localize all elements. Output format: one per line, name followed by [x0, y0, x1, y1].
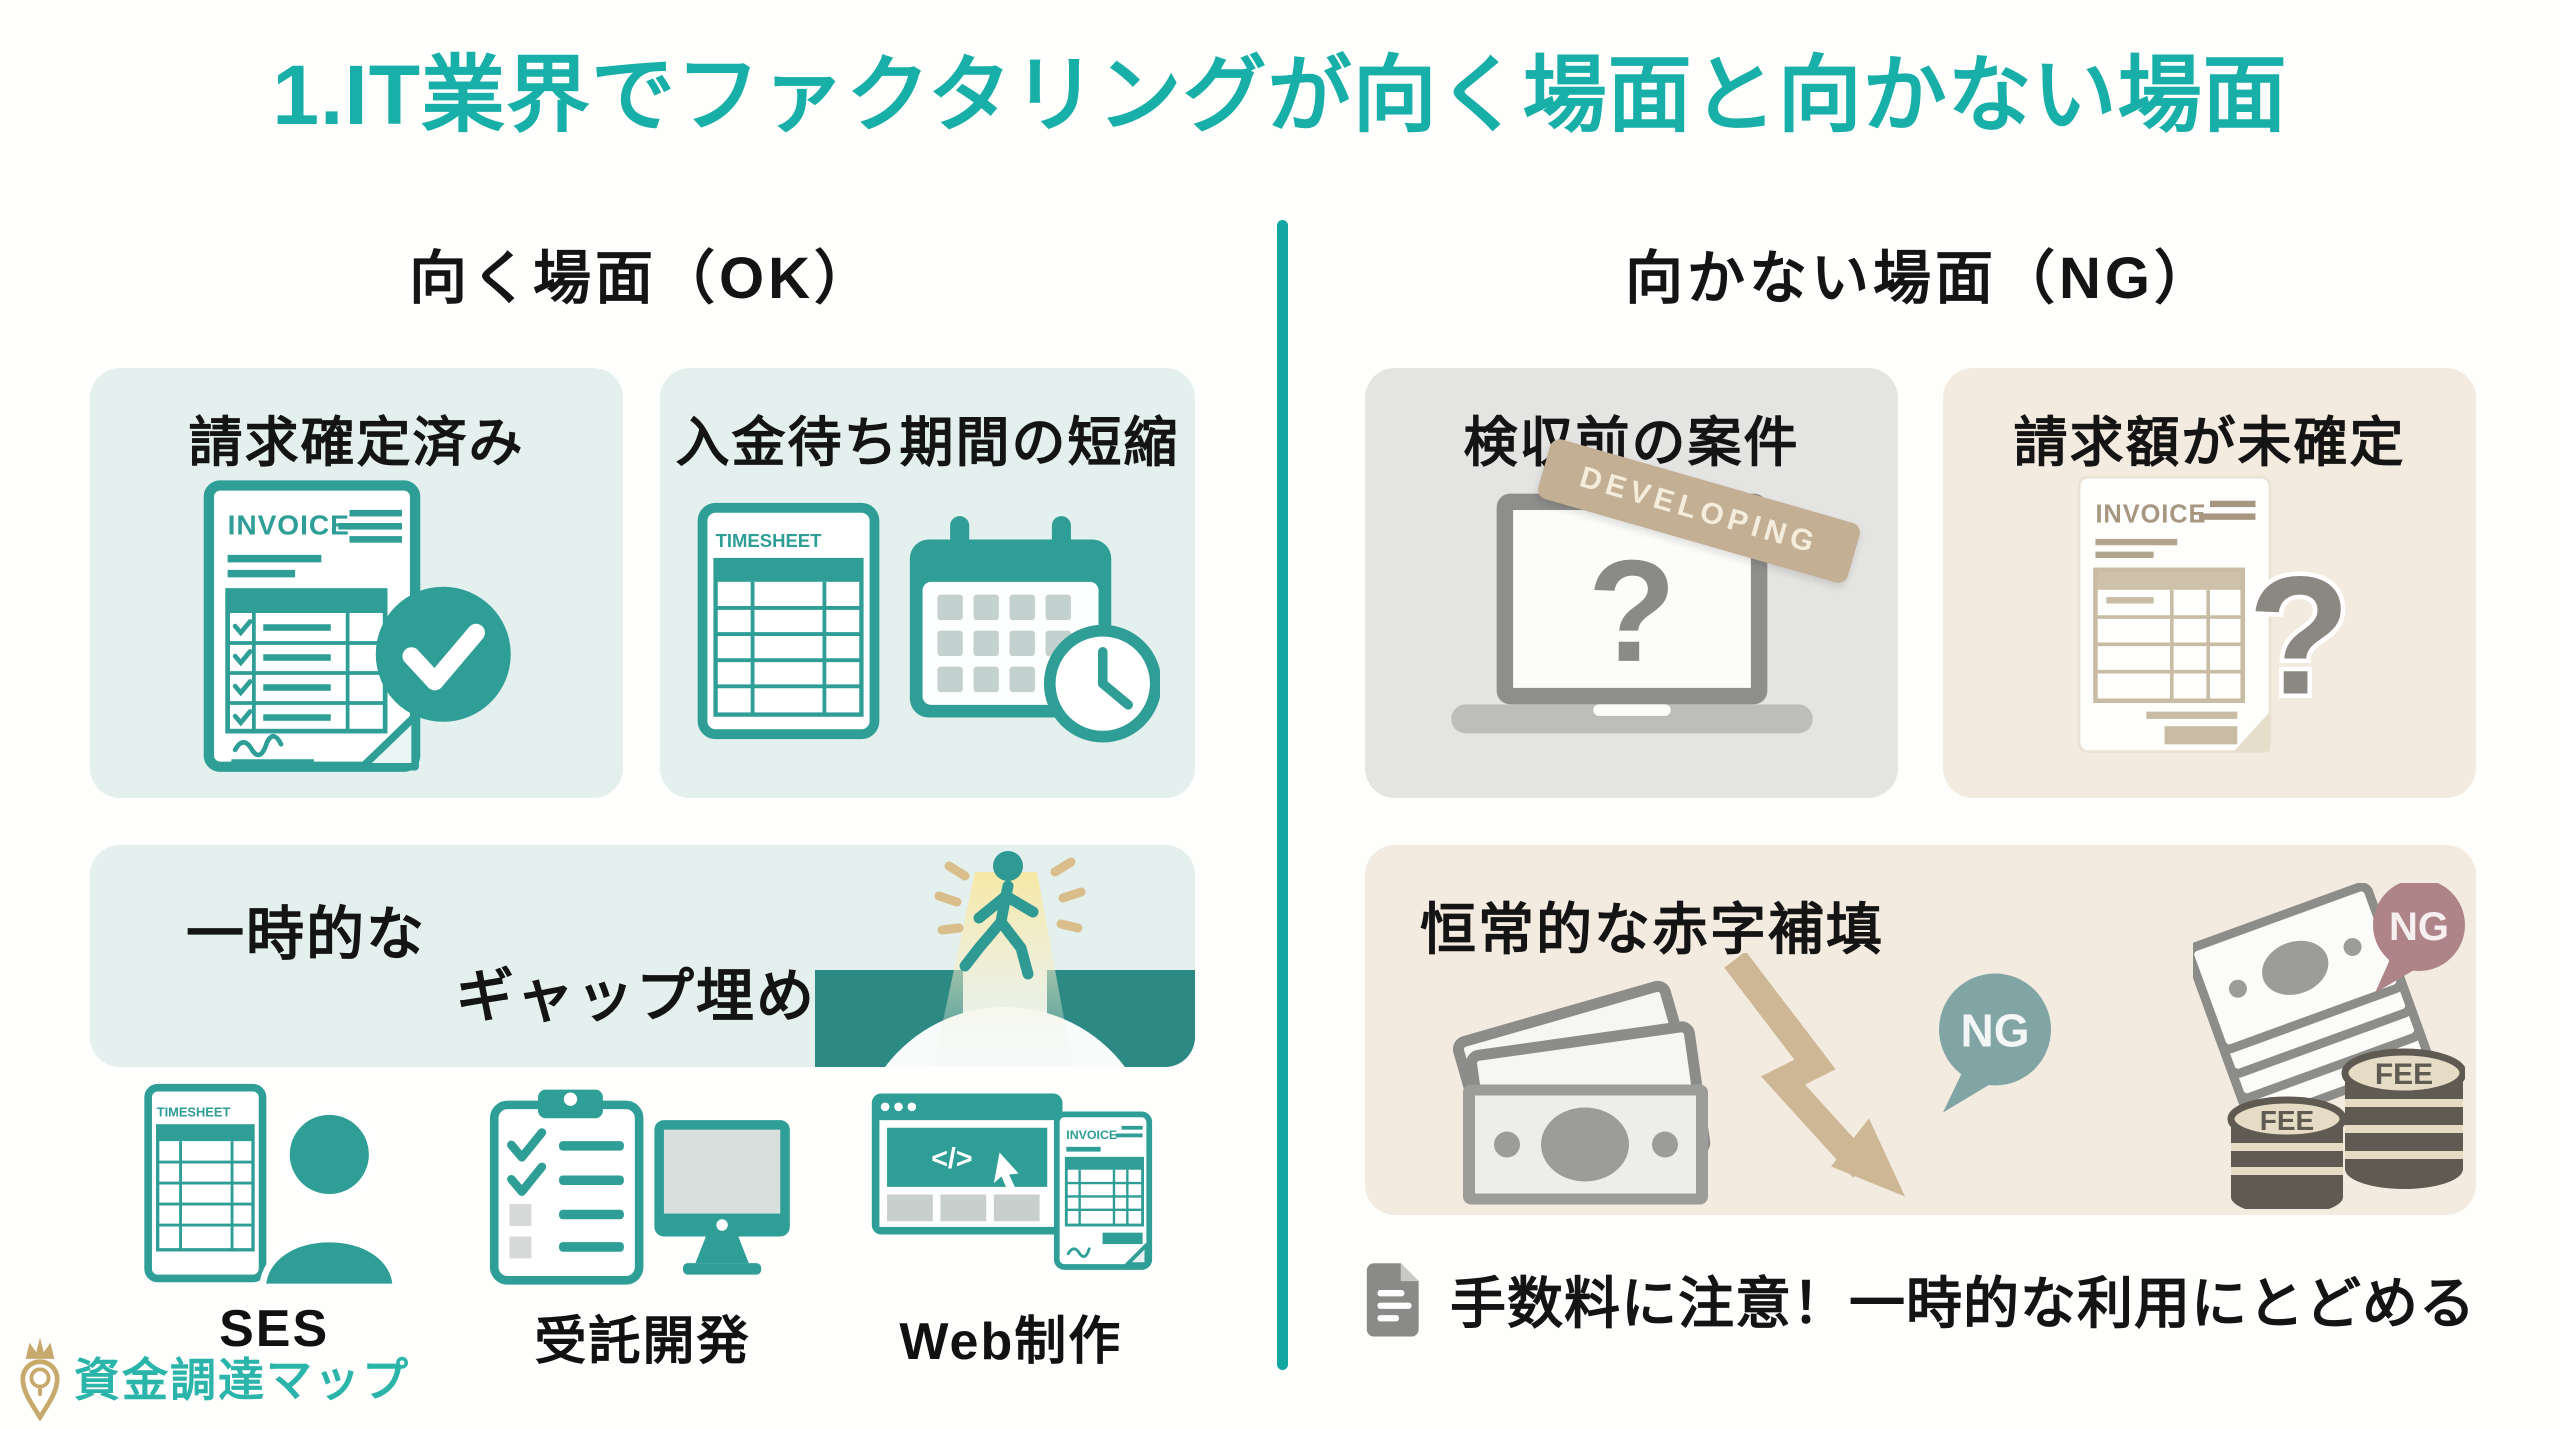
card-payment-wait-title: 入金待ち期間の短縮 — [675, 413, 1180, 473]
industry-contract-dev-label: 受託開発 — [534, 1313, 751, 1371]
brand-name: 資金調達マップ — [74, 1354, 410, 1406]
industry-web-production: </> INVOICE — [827, 1082, 1195, 1374]
calendar-clock-icon — [909, 516, 1160, 743]
check-circle-icon — [375, 586, 511, 722]
invoice-label: INVOICE — [2095, 501, 2206, 529]
gap-text-line1: 一時的な — [186, 902, 427, 967]
laptop-question-icon: ? — [1450, 493, 1813, 734]
invoice-sheet: INVOICE — [203, 480, 420, 772]
small-invoice-icon: INVOICE — [1053, 1111, 1152, 1270]
ng-label: NG — [2389, 905, 2449, 949]
ng-label: NG — [1961, 1005, 2030, 1057]
invoice-question-mark: ? — [2247, 541, 2350, 729]
card-invoice-confirmed-title: 請求確定済み — [188, 413, 525, 473]
invoice-check-icon-wrap: INVOICE — [90, 478, 623, 778]
card-pre-acceptance: 検収前の案件 ? DEVELOPING — [1365, 368, 1898, 798]
decline-arrow-icon — [1724, 953, 1905, 1197]
fee-coin-stack-front: FEE — [2227, 1096, 2347, 1209]
bridge-icon-wrap — [815, 845, 1195, 1067]
bills-fees-icon: NG FEE FEE — [2193, 883, 2465, 1209]
invoice-check-icon: INVOICE — [203, 480, 511, 772]
folded-corner — [2233, 711, 2270, 752]
gap-text-line2: ギャップ埋め — [456, 964, 817, 1029]
payment-wait-icons-wrap: TIMESHEET — [660, 496, 1195, 746]
fee-coin-stack-back: FEE — [2341, 1048, 2465, 1189]
card-deficit-title: 恒常的な赤字補填 — [1420, 898, 1884, 961]
card-invoice-confirmed: 請求確定済み INVOICE — [90, 368, 623, 798]
brand-logo: 資金調達マップ — [18, 1333, 410, 1421]
timesheet-label: TIMESHEET — [157, 1104, 231, 1119]
bridge-gap-icon — [815, 851, 1195, 1067]
column-divider — [1277, 220, 1288, 1370]
invoice-question-icon: INVOICE ? — [2077, 475, 2355, 753]
map-pin-crown-icon — [20, 1337, 60, 1421]
calendar-days — [936, 594, 1071, 693]
browser-invoice-icon: </> INVOICE — [871, 1093, 1152, 1270]
invoice-question-icon-wrap: INVOICE ? — [1943, 468, 2476, 768]
right-column-header: 向かない場面（NG） — [1624, 246, 2216, 311]
card-gap-bridging: 一時的な ギャップ埋め — [90, 845, 1195, 1067]
industry-contract-dev: 受託開発 — [458, 1082, 826, 1374]
page-title: 1.IT業界でファクタリングが向く場面と向かない場面 — [272, 48, 2288, 142]
walking-person-icon — [959, 851, 1039, 980]
ng-bubble-mauve: NG — [2373, 883, 2465, 993]
laptop-question-mark: ? — [1587, 530, 1676, 692]
light-beam — [933, 872, 1073, 1067]
signature-squiggle — [232, 733, 283, 758]
cursor-icon — [993, 1152, 1019, 1190]
timesheet-person-icon: TIMESHEET — [144, 1083, 400, 1287]
timesheet-icon: TIMESHEET — [697, 502, 879, 740]
sparkle-dashes — [934, 857, 1086, 935]
card-unfixed-amount-title: 請求額が未確定 — [2013, 413, 2406, 473]
code-label: </> — [931, 1143, 972, 1175]
laptop-icon-wrap: ? — [1365, 482, 1898, 772]
invoice-label: INVOICE — [227, 509, 349, 540]
bill-stack — [2193, 883, 2432, 1127]
folded-corner — [358, 712, 419, 771]
timesheet-label: TIMESHEET — [715, 530, 822, 551]
fee-label: FEE — [2375, 1058, 2433, 1091]
document-icon — [1366, 1263, 1419, 1337]
fee-warning-note: 手数料に注意！一時的な利用にとどめる — [1365, 1256, 2476, 1342]
ng-bubble-teal: NG — [1939, 973, 2051, 1113]
invoice-label: INVOICE — [1066, 1128, 1117, 1142]
industry-ses-label: SES — [219, 1300, 330, 1358]
industries-row: TIMESHEET SES — [90, 1082, 1195, 1374]
money-decline-icon: NG — [1452, 953, 2051, 1205]
card-deficit: 恒常的な赤字補填 NG — [1365, 845, 2476, 1215]
money-bill-front — [1463, 1084, 1708, 1205]
clipboard-monitor-icon — [490, 1089, 791, 1285]
card-payment-wait: 入金待ち期間の短縮 TIMESHEET — [660, 368, 1195, 798]
industry-ses: TIMESHEET SES — [90, 1082, 458, 1374]
left-column-header: 向く場面（OK） — [408, 246, 876, 311]
industry-web-production-label: Web制作 — [899, 1313, 1123, 1371]
fee-warning-text: 手数料に注意！一時的な利用にとどめる — [1450, 1271, 2476, 1335]
monitor-icon — [654, 1120, 791, 1275]
person-avatar-icon — [259, 1108, 400, 1287]
card-unfixed-amount: 請求額が未確定 INVOICE ? — [1943, 368, 2476, 798]
fee-label: FEE — [2260, 1105, 2314, 1136]
